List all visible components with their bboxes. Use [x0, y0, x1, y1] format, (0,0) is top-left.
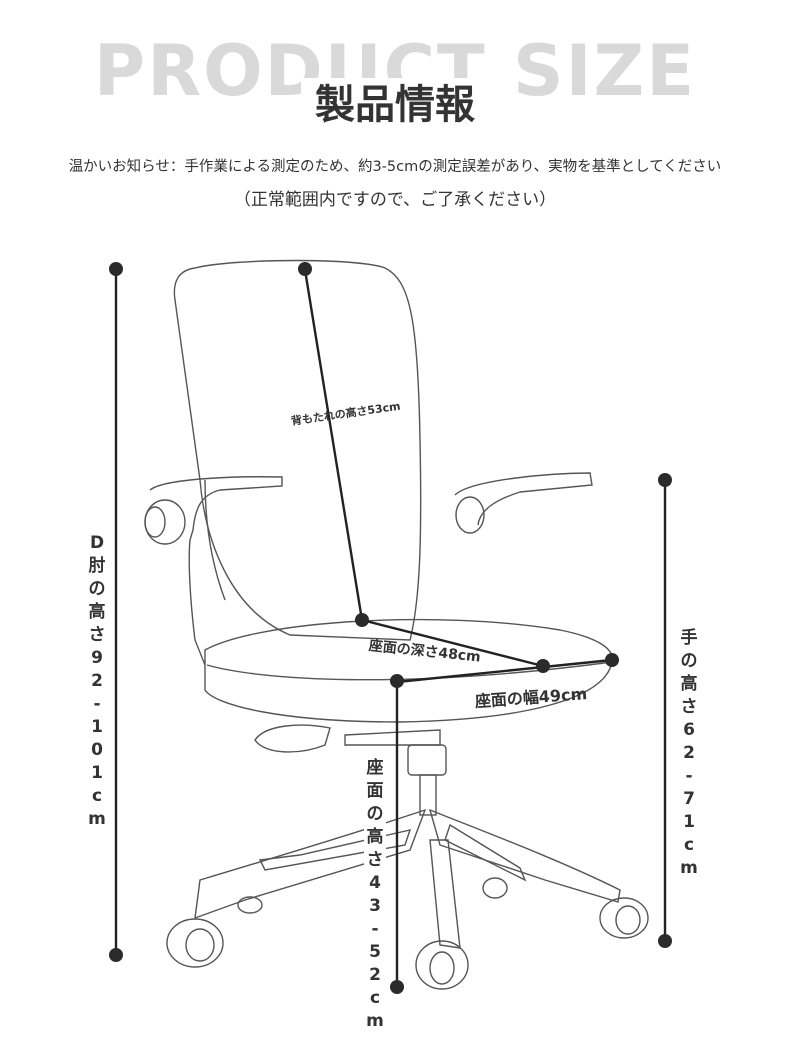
- notice-subtext: （正常範囲内ですので、ご了承ください）: [233, 190, 557, 210]
- notice-text: 温かいお知らせ：手作業による測定のため、約3-5cmの測定誤差があり、実物を基準…: [68, 159, 722, 175]
- armrest-height-label: 手 の 高 さ 6 2 - 7 1 c m: [678, 625, 700, 882]
- page-title: 製品情報: [0, 72, 790, 132]
- seat-height-label: 座 面 の 高 さ 4 3 - 5 2 c m: [364, 755, 386, 1035]
- measurement-dots: [109, 262, 672, 994]
- seat-width-line: [396, 658, 613, 684]
- seat-depth-line: [361, 618, 544, 668]
- total-height-label: D 肘 の 高 さ 9 2 - 1 0 1 c m: [86, 530, 108, 833]
- backrest-height-line: [303, 269, 364, 621]
- chair-illustration: [144, 259, 649, 990]
